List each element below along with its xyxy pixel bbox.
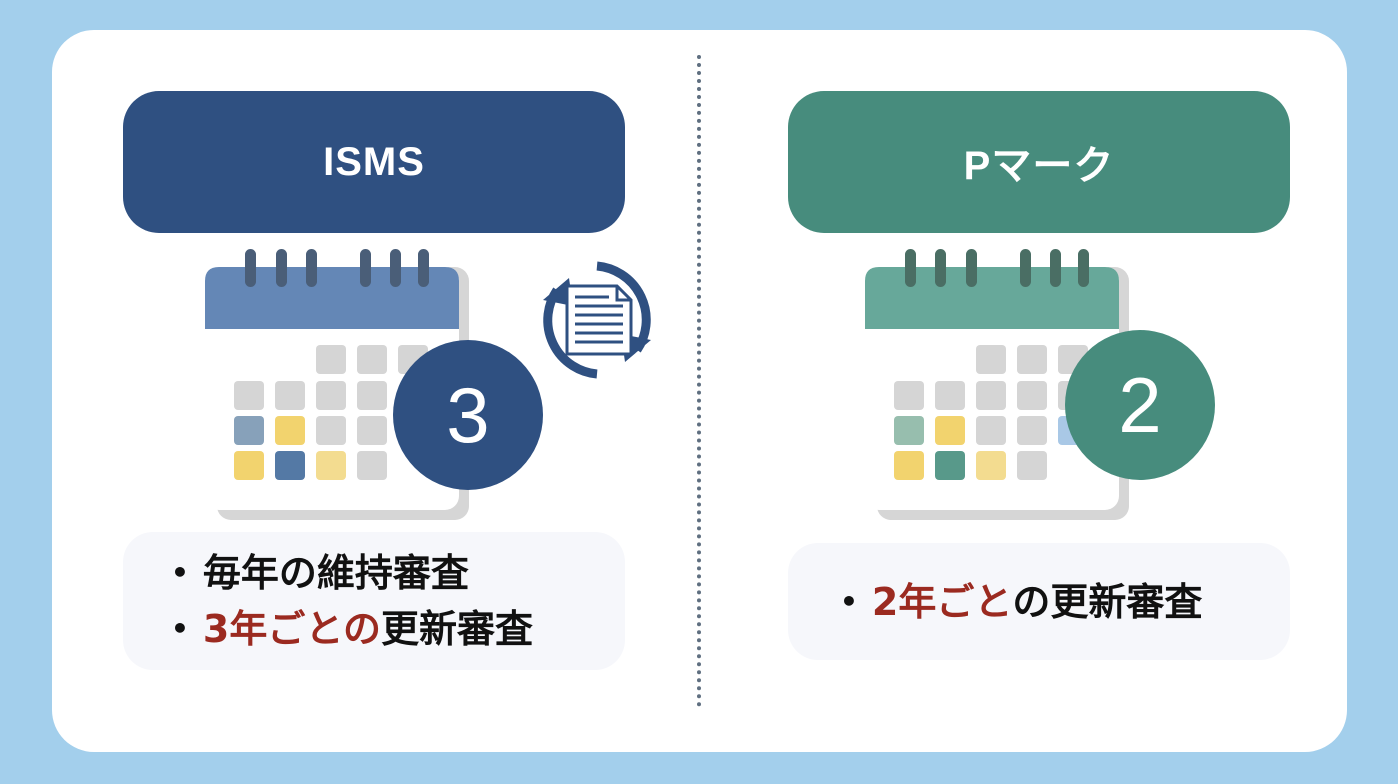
highlight-text: 2年ごと xyxy=(871,579,1013,624)
item-text: 毎年の維持審査 xyxy=(202,551,469,595)
document-refresh-icon xyxy=(543,261,651,379)
isms-title: ISMS xyxy=(323,139,425,184)
item-text: 更新審査 xyxy=(380,607,533,651)
highlight-text: 3年ごとの xyxy=(202,607,381,651)
three-year-badge: 3 xyxy=(393,340,543,490)
isms-header: ISMS xyxy=(123,91,625,233)
bullet: • xyxy=(840,584,858,618)
badge-number: 3 xyxy=(446,370,490,459)
isms-description: • 毎年の維持審査 • 3年ごとの 更新審査 xyxy=(123,532,625,670)
pmark-title: Pマーク xyxy=(963,144,1115,188)
dotted-divider xyxy=(697,55,701,707)
two-year-badge: 2 xyxy=(1065,330,1215,480)
list-item: • 3年ごとの 更新審査 xyxy=(171,601,625,657)
pmark-header: Pマーク xyxy=(788,91,1290,233)
list-item: • 毎年の維持審査 xyxy=(171,545,625,601)
bullet: • xyxy=(171,556,189,589)
item-text: の更新審査 xyxy=(1012,579,1203,624)
list-item: • 2年ごと の更新審査 xyxy=(840,574,1290,630)
calendar-icon xyxy=(865,249,1129,520)
badge-number: 2 xyxy=(1118,360,1162,449)
bullet: • xyxy=(171,612,189,645)
pmark-description: • 2年ごと の更新審査 xyxy=(788,543,1290,660)
